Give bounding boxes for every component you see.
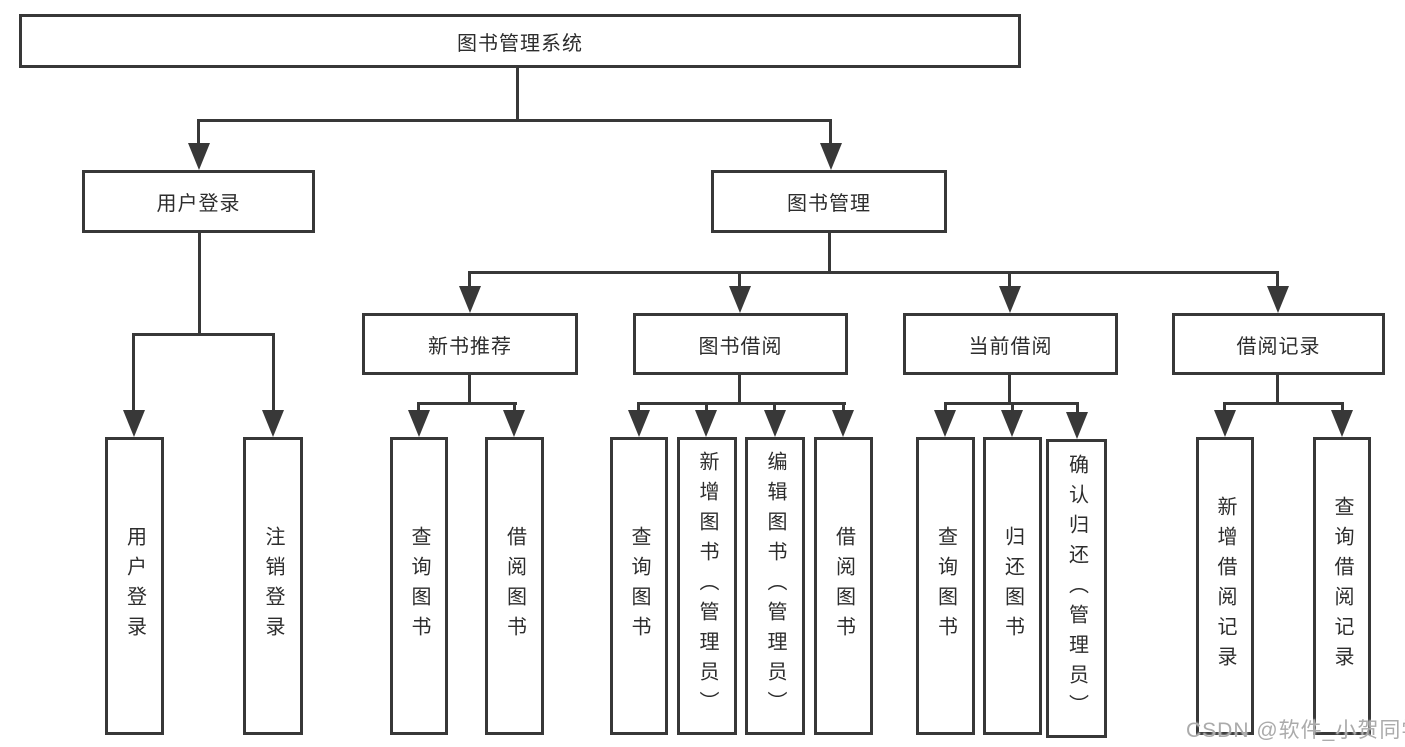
connector-line	[1008, 271, 1011, 288]
connector-line	[1276, 375, 1279, 405]
connector-line	[197, 119, 200, 148]
arrow-down-icon	[628, 410, 650, 437]
leaf-borrow-edit-books-label: 编辑图书（管理员）	[764, 451, 786, 721]
arrow-down-icon	[695, 410, 717, 437]
arrow-down-icon	[408, 410, 430, 437]
node-root-label: 图书管理系统	[457, 32, 583, 55]
leaf-records-query-record-label: 查询借阅记录	[1331, 496, 1353, 676]
arrow-down-icon	[999, 286, 1021, 313]
connector-line	[1076, 402, 1079, 415]
node-book-borrowing: 图书借阅	[633, 313, 848, 375]
leaf-user-login: 用户登录	[105, 437, 164, 735]
connector-line	[773, 402, 776, 415]
connector-line	[705, 402, 708, 415]
connector-line	[829, 119, 832, 148]
connector-line	[468, 271, 1279, 274]
connector-line	[132, 333, 135, 414]
leaf-borrow-query-books-label: 查询图书	[628, 526, 650, 646]
arrow-down-icon	[188, 143, 210, 170]
node-root: 图书管理系统	[19, 14, 1021, 68]
leaf-records-query-record: 查询借阅记录	[1313, 437, 1371, 735]
leaf-current-query-books-label: 查询图书	[934, 526, 957, 646]
connector-line	[468, 271, 471, 288]
arrow-down-icon	[1214, 410, 1236, 437]
leaf-borrow-query-books: 查询图书	[610, 437, 668, 735]
connector-line	[842, 402, 845, 415]
node-current-borrowing: 当前借阅	[903, 313, 1118, 375]
connector-line	[1011, 402, 1014, 415]
connector-line	[637, 402, 640, 415]
leaf-current-confirm-return: 确认归还（管理员）	[1046, 439, 1107, 738]
connector-line	[468, 375, 471, 405]
leaf-current-return-books-label: 归还图书	[1001, 526, 1024, 646]
arrow-down-icon	[262, 410, 284, 437]
leaf-borrow-edit-books: 编辑图书（管理员）	[745, 437, 805, 735]
leaf-logout-login-label: 注销登录	[262, 526, 284, 646]
leaf-recommend-borrow-books-label: 借阅图书	[503, 526, 526, 646]
node-new-book-recommend-label: 新书推荐	[428, 335, 512, 358]
leaf-borrow-borrow-books: 借阅图书	[814, 437, 873, 735]
connector-line	[944, 402, 947, 415]
connector-line	[738, 375, 741, 405]
connector-line	[738, 271, 741, 288]
leaf-current-query-books: 查询图书	[916, 437, 975, 735]
leaf-borrow-add-books: 新增图书（管理员）	[677, 437, 737, 735]
connector-line	[1341, 402, 1344, 415]
arrow-down-icon	[934, 410, 956, 437]
connector-line	[417, 402, 517, 405]
connector-line	[1276, 271, 1279, 288]
arrow-down-icon	[820, 143, 842, 170]
leaf-user-login-label: 用户登录	[123, 526, 146, 646]
node-user-login: 用户登录	[82, 170, 315, 233]
arrow-down-icon	[459, 286, 481, 313]
leaf-recommend-borrow-books: 借阅图书	[485, 437, 544, 735]
node-borrowing-records: 借阅记录	[1172, 313, 1385, 375]
connector-line	[272, 333, 275, 414]
arrow-down-icon	[1267, 286, 1289, 313]
csdn-watermark: CSDN @软件_小贺同学	[1186, 719, 1405, 742]
node-book-borrowing-label: 图书借阅	[698, 335, 783, 358]
node-new-book-recommend: 新书推荐	[362, 313, 578, 375]
node-current-borrowing-label: 当前借阅	[968, 335, 1053, 358]
node-borrowing-records-label: 借阅记录	[1236, 335, 1321, 358]
leaf-borrow-add-books-label: 新增图书（管理员）	[696, 451, 718, 721]
connector-line	[637, 402, 846, 405]
leaf-borrow-borrow-books-label: 借阅图书	[832, 526, 855, 646]
node-user-login-label: 用户登录	[156, 193, 241, 215]
node-book-management: 图书管理	[711, 170, 947, 233]
arrow-down-icon	[123, 410, 145, 437]
leaf-logout-login: 注销登录	[243, 437, 303, 735]
connector-line	[132, 333, 275, 336]
connector-line	[516, 68, 519, 121]
arrow-down-icon	[764, 410, 786, 437]
leaf-current-confirm-return-label: 确认归还（管理员）	[1065, 453, 1088, 724]
connector-line	[417, 402, 420, 415]
node-book-management-label: 图书管理	[787, 193, 871, 215]
connector-line	[1223, 402, 1344, 405]
connector-line	[198, 233, 201, 335]
leaf-recommend-query-books-label: 查询图书	[408, 526, 430, 646]
arrow-down-icon	[503, 410, 525, 437]
connector-line	[197, 119, 832, 122]
leaf-recommend-query-books: 查询图书	[390, 437, 448, 735]
leaf-records-add-record: 新增借阅记录	[1196, 437, 1254, 735]
arrow-down-icon	[729, 286, 751, 313]
connector-line	[513, 402, 516, 415]
connector-line	[828, 233, 831, 274]
leaf-current-return-books: 归还图书	[983, 437, 1042, 735]
arrow-down-icon	[1331, 410, 1353, 437]
leaf-records-add-record-label: 新增借阅记录	[1214, 496, 1236, 676]
connector-line	[1223, 402, 1226, 415]
arrow-down-icon	[1001, 410, 1023, 437]
arrow-down-icon	[1066, 412, 1088, 439]
arrow-down-icon	[832, 410, 854, 437]
connector-line	[1008, 375, 1011, 405]
